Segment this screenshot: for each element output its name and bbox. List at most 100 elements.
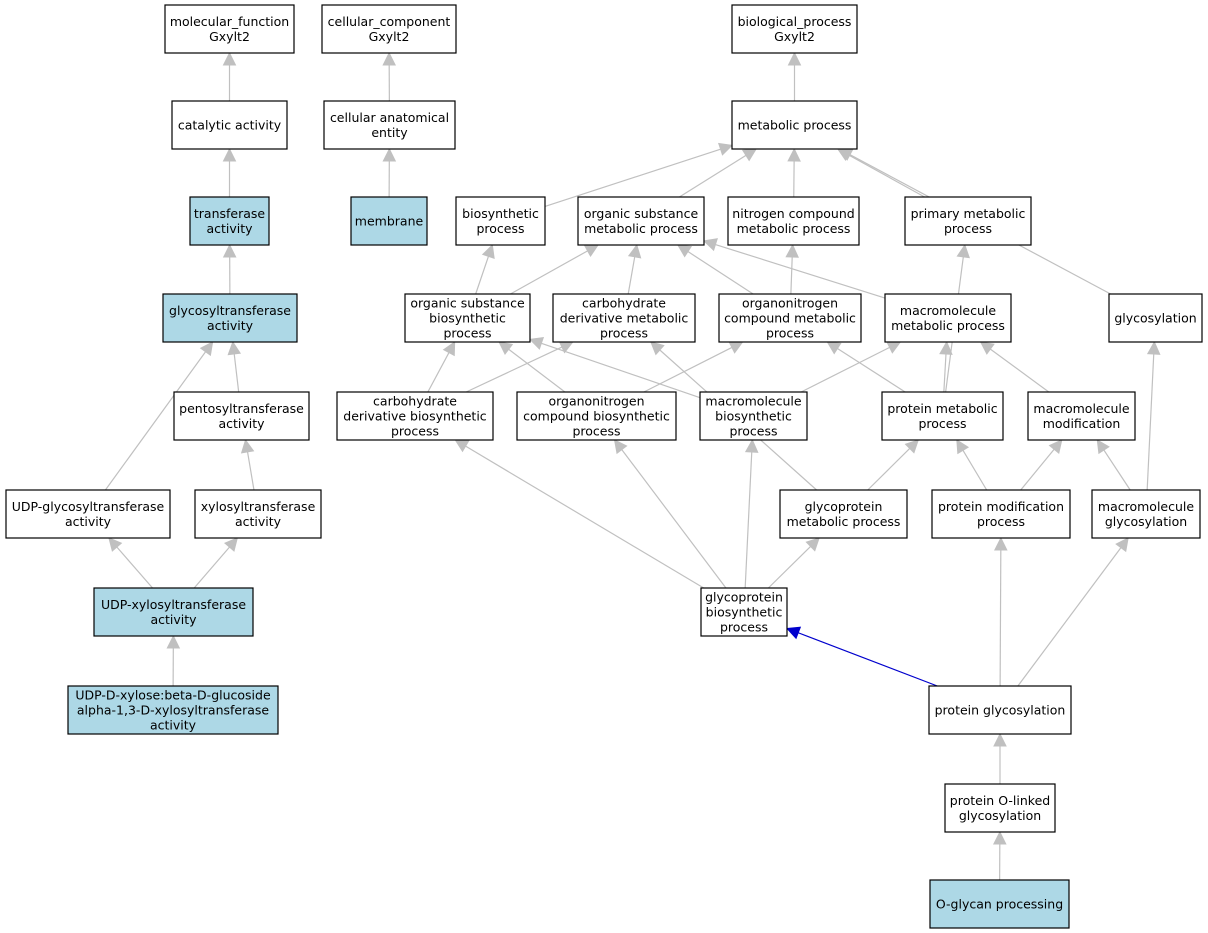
edge-glycosyltransferase-to-transferase	[222, 243, 237, 295]
node-box	[552, 293, 696, 343]
node-label: cellular_component	[328, 14, 451, 29]
edge-line	[943, 353, 947, 393]
node-metabolic[interactable]: metabolic process	[731, 100, 858, 150]
node-udpdxylose[interactable]: UDP-D-xylose:beta-D-glucosidealpha-1,3-D…	[67, 685, 279, 735]
edge-arrowhead	[481, 243, 495, 260]
node-catalytic[interactable]: catalytic activity	[171, 100, 288, 150]
node-box	[1108, 293, 1203, 343]
edge-line	[744, 451, 753, 589]
node-label: O-glycan processing	[936, 897, 1063, 912]
node-label: primary metabolic	[911, 206, 1026, 221]
edge-oncmp-to-osmp	[676, 244, 754, 295]
edge-udpxylo-to-xylosyl	[193, 537, 239, 589]
edge-arrowhead	[583, 244, 600, 258]
node-oglycan[interactable]: O-glycan processing	[929, 879, 1070, 929]
node-box	[700, 587, 788, 637]
node-label: protein modification	[938, 499, 1064, 514]
edge-gpmp-to-protmp	[867, 439, 920, 491]
node-label: entity	[371, 125, 408, 140]
node-label: Gxylt2	[369, 29, 410, 44]
node-label: organonitrogen	[548, 394, 644, 409]
edge-arrowhead	[222, 243, 237, 258]
edge-catalytic-to-mf_root	[222, 51, 237, 101]
edge-metabolic-to-bp_root	[787, 51, 802, 101]
edge-arrowhead	[650, 341, 665, 356]
node-glycosylation[interactable]: glycosylation	[1108, 293, 1203, 343]
node-label: metabolic process	[737, 221, 851, 236]
node-box	[67, 685, 279, 735]
node-label: organic substance	[410, 296, 525, 311]
edge-line	[643, 346, 733, 393]
edge-udpdxylose-to-udpxylo	[166, 634, 181, 687]
edge-arrowhead	[558, 341, 574, 354]
node-protglyc[interactable]: protein glycosylation	[928, 685, 1072, 735]
edge-arrowhead	[904, 439, 920, 454]
node-label: activity	[150, 718, 197, 733]
node-label: biosynthetic	[462, 206, 539, 221]
node-label: Gxylt2	[774, 29, 815, 44]
edge-line	[465, 346, 563, 393]
edge-ncmp-to-metabolic	[787, 147, 801, 198]
edge-line	[233, 353, 240, 393]
node-label: alpha-1,3-D-xylosyltransferase	[77, 703, 270, 718]
node-box	[194, 489, 322, 539]
node-label: glycoprotein	[805, 499, 883, 514]
node-label: activity	[218, 416, 265, 431]
edge-arrowhead	[528, 337, 545, 350]
edge-arrowhead	[166, 634, 181, 649]
edge-pmp-to-metabolic	[836, 148, 925, 198]
edge-udpxylo-to-udpglyco	[108, 537, 154, 589]
node-label: metabolic process	[787, 514, 901, 529]
node-box	[455, 196, 546, 246]
node-label: process	[600, 326, 648, 341]
node-box	[727, 196, 860, 246]
node-label: activity	[150, 612, 197, 627]
edge-line	[1017, 547, 1122, 687]
edge-biosynthetic-to-metabolic	[544, 142, 734, 208]
node-membrane[interactable]: membrane	[350, 196, 428, 246]
node-label: metabolic process	[891, 318, 1005, 333]
node-label: compound metabolic	[724, 311, 856, 326]
node-box	[699, 391, 808, 441]
edge-line	[837, 347, 906, 393]
edge-arrowhead	[627, 243, 642, 259]
edge-line	[1146, 353, 1155, 491]
edge-osbp-to-biosynthetic	[475, 243, 495, 295]
edge-transferase-to-catalytic	[222, 147, 237, 197]
edge-line	[510, 250, 588, 295]
node-box	[881, 391, 1004, 441]
edge-protglyc-to-pmodp	[994, 536, 1008, 687]
node-box	[404, 293, 531, 343]
edge-line	[116, 546, 154, 589]
node-box	[516, 391, 677, 441]
